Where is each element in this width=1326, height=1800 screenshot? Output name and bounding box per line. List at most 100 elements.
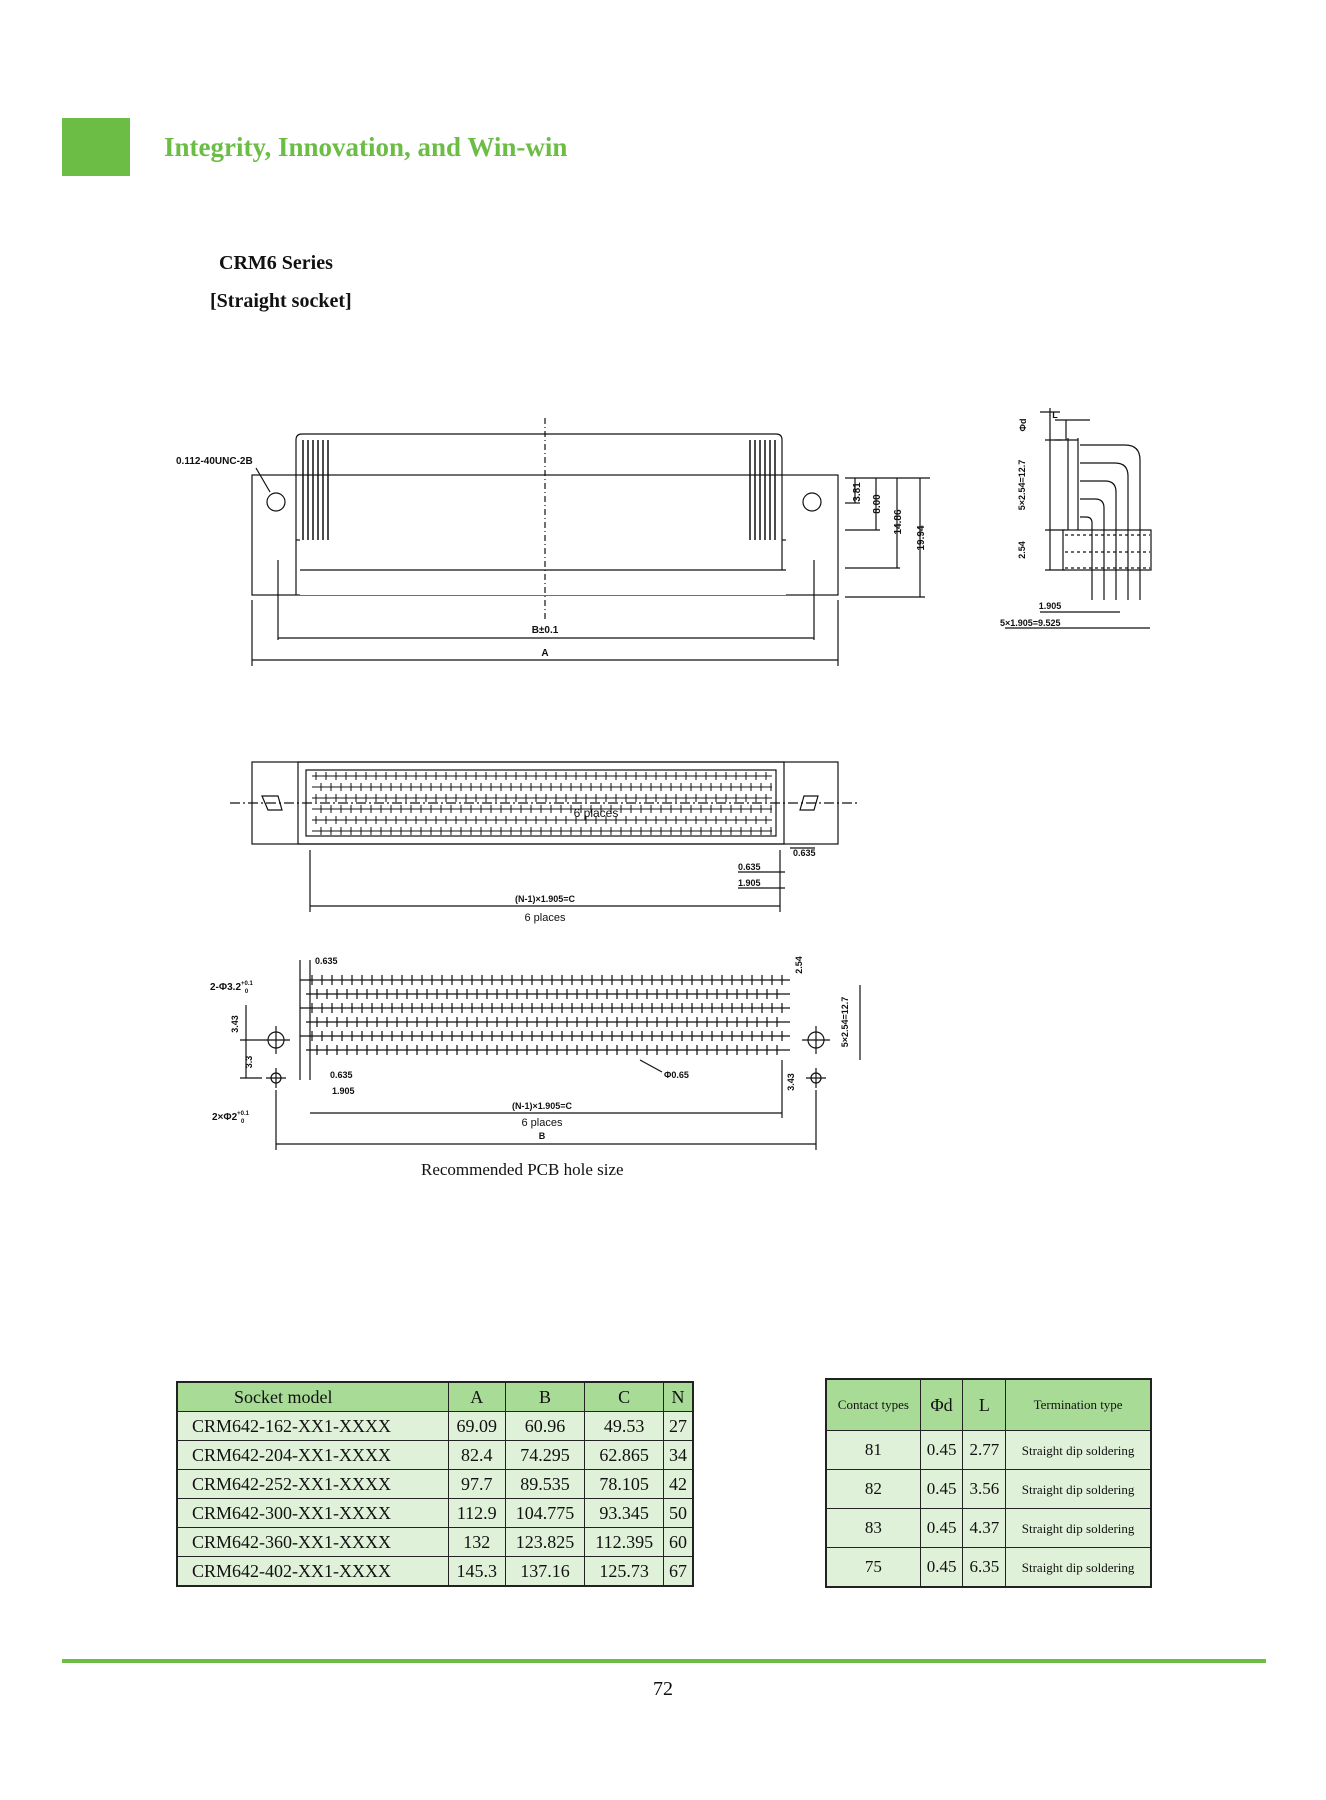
col-socket-model: Socket model	[176, 1381, 449, 1412]
top-six-places-inner: 6 places	[574, 806, 619, 820]
cell-a: 132	[447, 1527, 506, 1557]
side-body	[1062, 529, 1152, 571]
cell-phi-d: 0.45	[919, 1430, 964, 1470]
col-b: B	[504, 1381, 586, 1412]
cell-contact-type: 82	[825, 1469, 921, 1509]
dim-b-label: B±0.1	[532, 625, 559, 636]
side-view: 5×2.54=12.7 2.54 L Φd 1.905 5×1.905=9.52…	[1000, 408, 1152, 629]
cell-c: 112.395	[584, 1527, 665, 1557]
cell-contact-type: 75	[825, 1547, 921, 1588]
pcb-dim-5x254: 5×2.54=12.7	[840, 997, 850, 1048]
cell-b: 104.775	[504, 1498, 586, 1528]
cell-a: 69.09	[447, 1411, 506, 1441]
table-row: 75 0.45 6.35 Straight dip soldering	[825, 1547, 1152, 1588]
cell-l: 6.35	[962, 1547, 1007, 1588]
table-row: CRM642-300-XX1-XXXX 112.9 104.775 93.345…	[176, 1498, 694, 1528]
cell-b: 123.825	[504, 1527, 586, 1557]
cell-model: CRM642-360-XX1-XXXX	[176, 1527, 449, 1557]
cell-a: 82.4	[447, 1440, 506, 1470]
series-title: CRM6 Series	[219, 252, 333, 274]
pcb-dim-0635-top: 0.635	[315, 956, 338, 966]
pcb-dim-1905: 1.905	[332, 1086, 355, 1096]
table-row: 81 0.45 2.77 Straight dip soldering	[825, 1430, 1152, 1470]
cell-c: 62.865	[584, 1440, 665, 1470]
pcb-dim-phi065: Φ0.65	[664, 1070, 689, 1080]
top-dim-0635-b: 0.635	[793, 848, 816, 858]
cell-termination: Straight dip soldering	[1005, 1547, 1152, 1588]
side-dim-5x254: 5×2.54=12.7	[1017, 460, 1027, 511]
table-row: CRM642-360-XX1-XXXX 132 123.825 112.395 …	[176, 1527, 694, 1557]
page-number: 72	[653, 1678, 673, 1700]
footer-rule	[62, 1659, 1266, 1663]
cell-model: CRM642-402-XX1-XXXX	[176, 1556, 449, 1587]
cell-b: 137.16	[504, 1556, 586, 1587]
pcb-dim-343-left: 3.43	[230, 1015, 240, 1033]
cell-c: 125.73	[584, 1556, 665, 1587]
pcb-dim-254: 2.54	[794, 956, 804, 974]
cell-b: 60.96	[504, 1411, 586, 1441]
cell-n: 50	[663, 1498, 694, 1528]
pcb-dim-0635: 0.635	[330, 1070, 353, 1080]
front-body	[295, 433, 783, 595]
cell-termination: Straight dip soldering	[1005, 1508, 1152, 1548]
top-dim-0635-a: 0.635	[738, 862, 761, 872]
cell-n: 27	[663, 1411, 694, 1441]
table-row: CRM642-402-XX1-XXXX 145.3 137.16 125.73 …	[176, 1556, 694, 1587]
side-dim-l: L	[1052, 410, 1058, 420]
side-dim-254: 2.54	[1017, 541, 1027, 559]
cell-a: 112.9	[447, 1498, 506, 1528]
dim-1994: 19.94	[916, 525, 927, 550]
cell-termination: Straight dip soldering	[1005, 1430, 1152, 1470]
drawing-caption: Recommended PCB hole size	[421, 1160, 624, 1179]
mount-hole-left	[266, 492, 286, 512]
series-subtitle: [Straight socket]	[210, 290, 352, 312]
cell-n: 60	[663, 1527, 694, 1557]
cell-phi-d: 0.45	[919, 1547, 964, 1588]
cell-termination: Straight dip soldering	[1005, 1469, 1152, 1509]
cell-a: 97.7	[447, 1469, 506, 1499]
cell-contact-type: 81	[825, 1430, 921, 1470]
table-row: CRM642-252-XX1-XXXX 97.7 89.535 78.105 4…	[176, 1469, 694, 1499]
contact-table-header: Contact types Φd L Termination type	[825, 1378, 1152, 1431]
side-dim-1905: 1.905	[1039, 601, 1062, 611]
col-l: L	[962, 1378, 1007, 1431]
header-title: Integrity, Innovation, and Win-win	[164, 132, 568, 162]
cell-b: 74.295	[504, 1440, 586, 1470]
cell-contact-type: 83	[825, 1508, 921, 1548]
contact-type-table: Contact types Φd L Termination type 81 0…	[825, 1378, 1152, 1588]
cell-b: 89.535	[504, 1469, 586, 1499]
table-row: CRM642-162-XX1-XXXX 69.09 60.96 49.53 27	[176, 1411, 694, 1441]
cell-phi-d: 0.45	[919, 1469, 964, 1509]
socket-dimension-table: Socket model A B C N CRM642-162-XX1-XXXX…	[176, 1381, 694, 1587]
cell-a: 145.3	[447, 1556, 506, 1587]
pcb-dim-c: (N-1)×1.905=C	[512, 1101, 573, 1111]
col-a: A	[447, 1381, 506, 1412]
table-row: CRM642-204-XX1-XXXX 82.4 74.295 62.865 3…	[176, 1440, 694, 1470]
side-dim-5x1905: 5×1.905=9.525	[1000, 618, 1061, 628]
cell-l: 4.37	[962, 1508, 1007, 1548]
dim-800: 8.00	[872, 494, 883, 514]
pcb-dim-343-right: 3.43	[786, 1073, 796, 1091]
col-termination-type: Termination type	[1005, 1378, 1152, 1431]
front-view: 0.112-40UNC-2B B±0.1 A 3.81 8.00 14.86 1…	[176, 418, 930, 666]
table-row: 83 0.45 4.37 Straight dip soldering	[825, 1508, 1152, 1548]
thread-label: 0.112-40UNC-2B	[176, 456, 253, 467]
cell-n: 67	[663, 1556, 694, 1587]
cell-model: CRM642-300-XX1-XXXX	[176, 1498, 449, 1528]
col-phi-d: Φd	[919, 1378, 964, 1431]
cell-model: CRM642-252-XX1-XXXX	[176, 1469, 449, 1499]
cell-c: 93.345	[584, 1498, 665, 1528]
col-c: C	[584, 1381, 665, 1412]
cell-l: 2.77	[962, 1430, 1007, 1470]
dim-1486: 14.86	[893, 509, 904, 534]
top-dim-c: (N-1)×1.905=C	[515, 894, 576, 904]
top-six-places: 6 places	[525, 912, 566, 924]
cell-c: 49.53	[584, 1411, 665, 1441]
pcb-dim-b: B	[539, 1131, 546, 1141]
table-row: 82 0.45 3.56 Straight dip soldering	[825, 1469, 1152, 1509]
cell-n: 34	[663, 1440, 694, 1470]
top-dim-1905: 1.905	[738, 878, 761, 888]
cell-n: 42	[663, 1469, 694, 1499]
